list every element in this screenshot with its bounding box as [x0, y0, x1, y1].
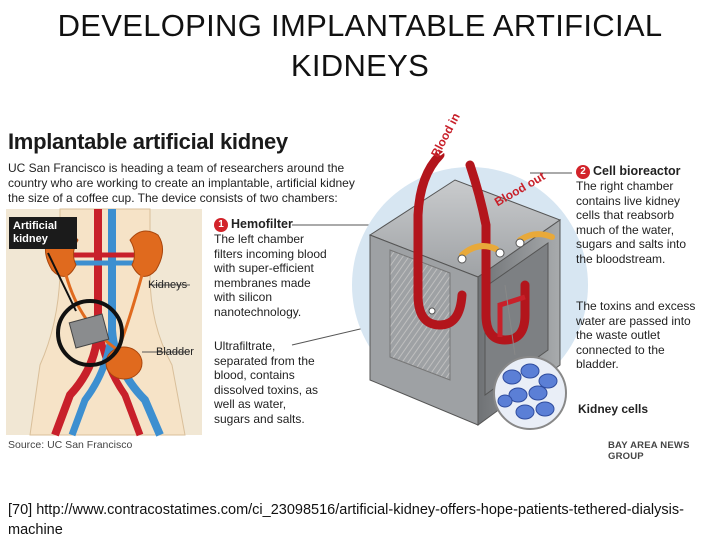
blood-out-tube	[465, 160, 530, 345]
toxins-callout: The toxins and excess water are passed i…	[576, 299, 696, 371]
bladder-label: Bladder	[156, 346, 194, 358]
cell-bioreactor-text: The right chamber contains live kidney c…	[576, 179, 687, 266]
citation-reference: [70] http://www.contracostatimes.com/ci_…	[8, 502, 684, 538]
ultrafiltrate-arrow-2	[517, 231, 555, 243]
blood-in-tube	[413, 150, 467, 330]
waste-outlet-arrow	[497, 294, 526, 337]
kidneys-label: Kidneys	[148, 279, 188, 291]
slide-title-line-2: KIDNEYS	[290, 48, 430, 83]
implant-highlight-circle	[56, 299, 124, 367]
hemofilter-title: Hemofilter	[231, 217, 293, 231]
slide-title: DEVELOPING IMPLANTABLE ARTIFICIAL KIDNEY…	[0, 6, 720, 86]
infographic: Implantable artificial kidney UC San Fra…	[0, 111, 720, 462]
source-note: Source: UC San Francisco	[8, 439, 133, 451]
implant-device-mini	[68, 313, 110, 349]
infographic-intro: UC San Francisco is heading a team of re…	[8, 161, 355, 205]
artificial-kidney-label: Artificial kidney	[9, 217, 77, 249]
kidney-cells-cluster	[497, 363, 558, 420]
ultrafiltrate-callout: Ultrafiltrate, separated from the blood,…	[214, 339, 319, 426]
right-kidney	[129, 230, 163, 277]
hemofilter-number-badge: 1	[214, 218, 228, 232]
vena-branch	[68, 329, 116, 437]
ultrafiltrate-arrow-1	[459, 243, 499, 258]
hemofilter-text: The left chamber filters incoming blood …	[214, 232, 327, 319]
slide-title-line-1: DEVELOPING IMPLANTABLE ARTIFICIAL	[57, 8, 663, 43]
cell-bioreactor-title: Cell bioreactor	[593, 164, 681, 178]
infographic-title: Implantable artificial kidney	[8, 129, 288, 154]
bladder-organ	[105, 346, 143, 380]
kidney-cells-label: Kidney cells	[578, 402, 649, 416]
cell-bioreactor-number-badge: 2	[576, 165, 590, 179]
publisher-credit: BAY AREA NEWS GROUP	[608, 440, 690, 462]
